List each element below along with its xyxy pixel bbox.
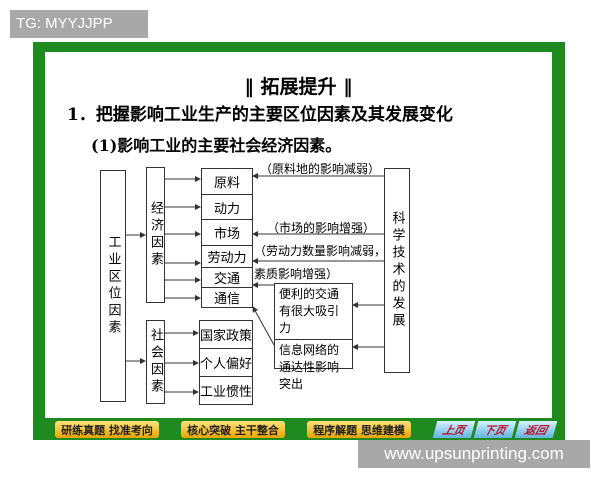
item-inertia: 工业惯性: [200, 385, 253, 400]
prev-page-button[interactable]: 上页: [432, 421, 476, 438]
item-communication: 通信: [213, 292, 240, 307]
slide-title: ‖ 拓展提升 ‖: [244, 76, 353, 98]
sub-items: 便利的交通有很大吸引力 信息网络的通达性影响突出: [274, 283, 353, 391]
item-labor: 劳动力: [202, 246, 252, 268]
economic-items: 原料 动力 市场 劳动力 交通 通信: [201, 168, 253, 308]
sub-item-transport: 便利的交通有很大吸引力: [275, 284, 352, 340]
economic-factor-box: 经济因素: [146, 167, 165, 303]
note-market: （市场的影响增强）: [267, 221, 376, 235]
item-policy: 国家政策: [200, 321, 252, 349]
note-labor-1: （劳动力数量影响减弱，: [254, 244, 387, 258]
next-page-button[interactable]: 下页: [473, 421, 517, 438]
note-raw-material: （原料地的影响减弱）: [260, 162, 381, 176]
item-market: 市场: [202, 220, 252, 247]
nav-button-method[interactable]: 程序解题 思维建模: [307, 421, 411, 438]
watermark-top: TG: MYYJJPP: [10, 10, 148, 38]
note-labor-2: 素质影响增强）: [254, 267, 339, 281]
item-raw-material: 原料: [202, 169, 252, 196]
nav-bar: 研练真题 找准考向 核心突破 主干整合 程序解题 思维建模 上页 下页 返回: [33, 418, 565, 440]
watermark-bottom: www.upsunprinting.com: [358, 440, 590, 468]
item-power: 动力: [202, 195, 252, 220]
social-factor-box: 社会因素: [146, 320, 165, 404]
tech-box: 科学技术的发展: [384, 168, 410, 373]
slide-content: ‖ 拓展提升 ‖ 1．把握影响工业生产的主要区位因素及其发展变化 (1)影响工业…: [45, 52, 552, 418]
return-button[interactable]: 返回: [514, 421, 558, 438]
heading-1: 1．把握影响工业生产的主要区位因素及其发展变化: [67, 105, 453, 125]
item-preference: 个人偏好: [200, 349, 252, 377]
nav-button-exam[interactable]: 研练真题 找准考向: [55, 421, 159, 438]
sub-item-network: 信息网络的通达性影响突出: [279, 343, 340, 391]
root-factor-box: 工业区位因素: [100, 170, 126, 402]
item-transport: 交通: [202, 268, 252, 288]
social-items: 国家政策 个人偏好 工业惯性: [199, 320, 253, 405]
nav-button-core[interactable]: 核心突破 主干整合: [181, 421, 285, 438]
heading-2: (1)影响工业的主要社会经济因素。: [91, 136, 342, 155]
